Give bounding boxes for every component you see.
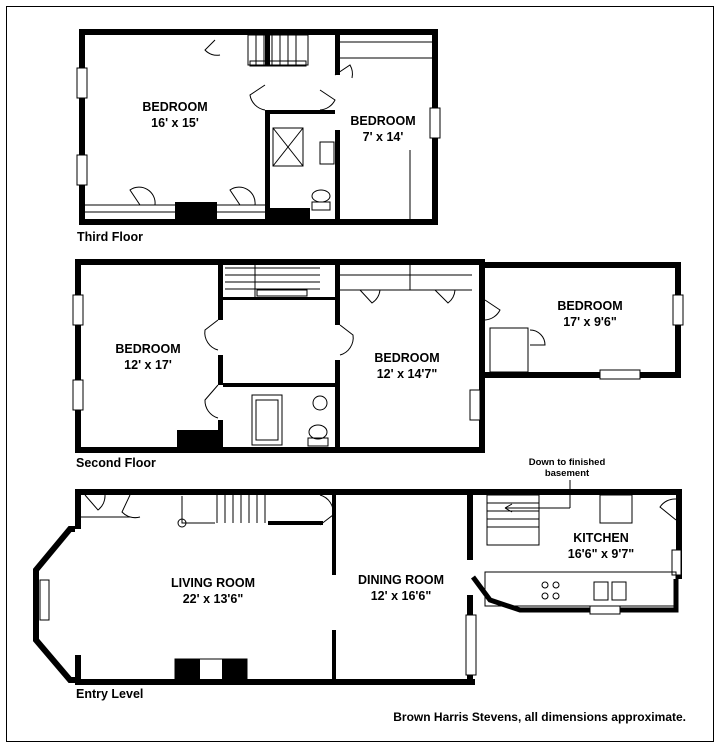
second-floor-label: Second Floor	[76, 456, 156, 470]
basement-note-line-2: basement	[545, 468, 590, 479]
kitchen-size: 16'6" x 9'7"	[568, 547, 635, 561]
third-floor-label: Third Floor	[77, 230, 143, 244]
living-room-name: LIVING ROOM	[171, 576, 255, 590]
entry-level-label: Entry Level	[76, 687, 143, 701]
second-floor-plan	[72, 259, 684, 453]
second-bedroom-3-size: 17' x 9'6"	[563, 315, 617, 329]
second-bedroom-2-name: BEDROOM	[374, 351, 439, 365]
third-bedroom-1-size: 16' x 15'	[151, 116, 199, 130]
basement-note-line-1: Down to finished	[529, 457, 606, 468]
kitchen-name: KITCHEN	[573, 531, 629, 545]
dining-room-name: DINING ROOM	[358, 573, 444, 587]
living-room-size: 22' x 13'6"	[183, 592, 244, 606]
third-bedroom-2-size: 7' x 14'	[363, 130, 404, 144]
second-bedroom-3-name: BEDROOM	[557, 299, 622, 313]
second-bedroom-1-size: 12' x 17'	[124, 358, 172, 372]
credit-text: Brown Harris Stevens, all dimensions app…	[393, 710, 686, 724]
second-bedroom-2-size: 12' x 14'7"	[377, 367, 438, 381]
second-bedroom-1-name: BEDROOM	[115, 342, 180, 356]
dining-room-size: 12' x 16'6"	[371, 589, 432, 603]
entry-level-plan	[33, 480, 682, 685]
third-bedroom-1-name: BEDROOM	[142, 100, 207, 114]
third-floor-plan	[76, 29, 441, 225]
third-bedroom-2-name: BEDROOM	[350, 114, 415, 128]
